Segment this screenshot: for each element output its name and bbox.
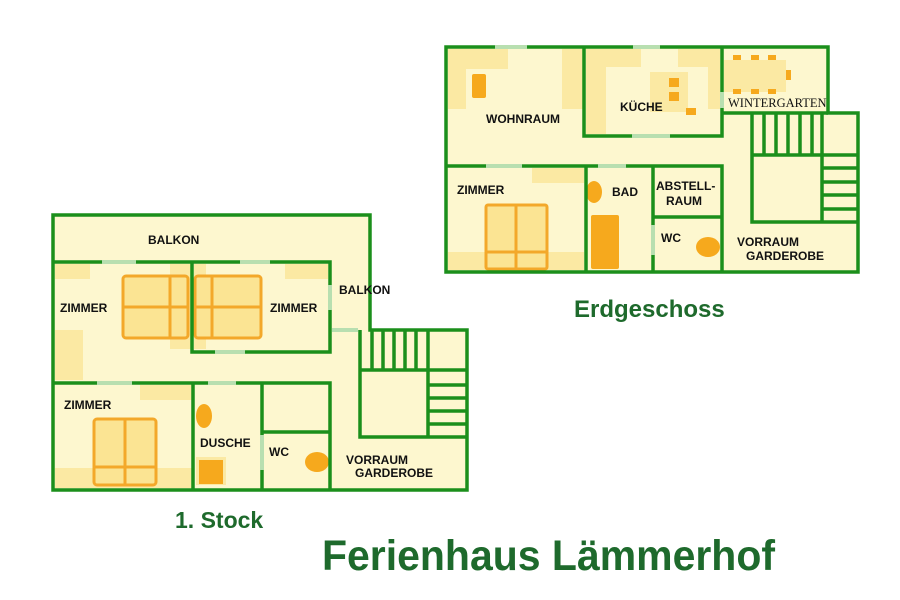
ground-floor-caption: Erdgeschoss bbox=[574, 296, 725, 323]
page-title: Ferienhaus Lämmerhof bbox=[322, 532, 776, 580]
room-label-abstellraum-2: RAUM bbox=[666, 194, 702, 208]
room-label-wc: WC bbox=[269, 445, 289, 459]
room-label-vorraum: VORRAUM bbox=[346, 453, 408, 467]
room-label-zimmer: ZIMMER bbox=[457, 183, 505, 197]
ground-staircase bbox=[750, 113, 858, 224]
room-label-zimmer-bottom: ZIMMER bbox=[64, 398, 112, 412]
toilet bbox=[696, 237, 720, 257]
sink bbox=[196, 404, 212, 428]
room-label-dusche: DUSCHE bbox=[200, 436, 251, 450]
double-bed-right bbox=[193, 274, 263, 340]
first-floor-caption: 1. Stock bbox=[175, 507, 263, 533]
sink bbox=[586, 181, 602, 203]
shower-tray bbox=[199, 460, 223, 484]
room-label-bad: BAD bbox=[612, 185, 638, 199]
room-label-vorraum: VORRAUM bbox=[737, 235, 799, 249]
room-label-wintergarten: WINTERGARTEN bbox=[728, 96, 827, 110]
room-label-zimmer-left: ZIMMER bbox=[60, 301, 108, 315]
first-staircase bbox=[358, 330, 467, 439]
ground-floor-plan: WOHNRAUM KÜCHE WINTERGARTEN ZIMMER BAD A… bbox=[444, 45, 860, 274]
room-label-balkon-top: BALKON bbox=[148, 233, 199, 247]
room-label-abstellraum-1: ABSTELL- bbox=[656, 179, 715, 193]
double-bed-bottom bbox=[92, 417, 158, 487]
room-label-garderobe: GARDEROBE bbox=[746, 249, 824, 263]
first-floor-plan: BALKON BALKON ZIMMER ZIMMER ZIMMER DUSCH… bbox=[51, 213, 469, 492]
room-label-wc: WC bbox=[661, 231, 681, 245]
toilet bbox=[305, 452, 329, 472]
room-label-garderobe: GARDEROBE bbox=[355, 466, 433, 480]
double-bed-left bbox=[121, 274, 190, 340]
armchair bbox=[472, 74, 486, 98]
room-label-balkon-side: BALKON bbox=[339, 283, 390, 297]
room-label-wohnraum: WOHNRAUM bbox=[486, 112, 560, 126]
bathtub bbox=[591, 215, 619, 269]
double-bed bbox=[484, 203, 549, 271]
dining-table bbox=[724, 60, 786, 92]
room-label-kueche: KÜCHE bbox=[620, 99, 663, 114]
room-label-zimmer-right: ZIMMER bbox=[270, 301, 318, 315]
